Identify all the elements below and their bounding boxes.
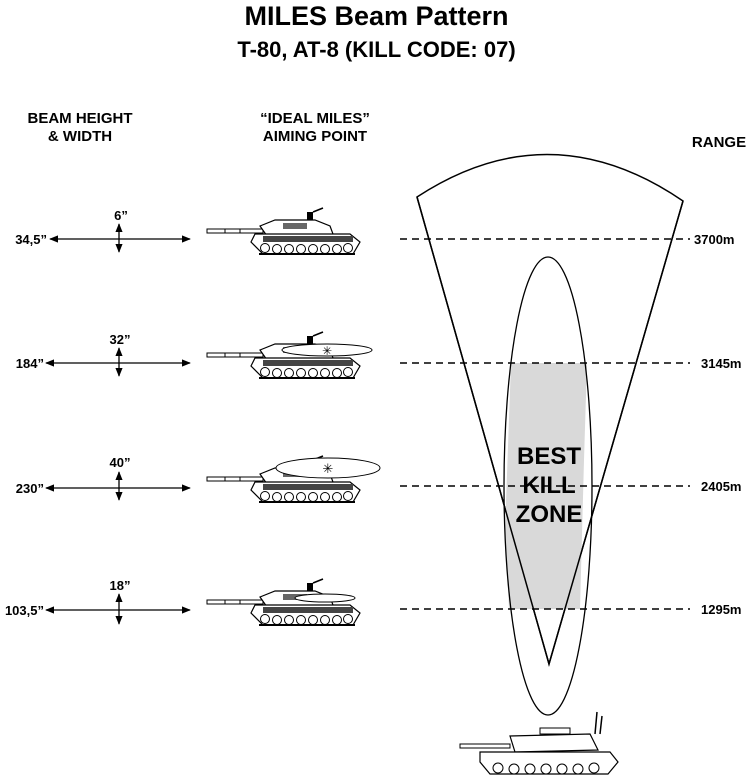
page-title: MILES Beam Pattern: [244, 1, 509, 31]
svg-text:✳: ✳: [323, 462, 334, 477]
range-header: RANGE: [691, 134, 747, 151]
target-tank-2: ✳: [206, 331, 373, 379]
shooter-tank: [459, 711, 619, 775]
target-tank-3: ✳: [206, 455, 381, 503]
height-label-2: 32”: [109, 332, 131, 347]
height-label-3: 40”: [109, 455, 131, 470]
beam-cone-edges: [416, 196, 684, 667]
kill-zone-label: BEST KILL ZONE: [499, 442, 599, 529]
svg-text:✳: ✳: [322, 344, 332, 358]
width-label-3: 230”: [15, 481, 44, 496]
page-subtitle: T-80, AT-8 (KILL CODE: 07): [237, 37, 516, 62]
beam-header-line1: BEAM HEIGHT: [27, 110, 133, 127]
width-label-1: 34,5”: [15, 232, 47, 247]
kill-zone-line3: ZONE: [515, 501, 583, 528]
width-label-4: 103,5”: [4, 603, 44, 618]
range-label-4: 1295m: [701, 602, 742, 617]
aim-header: “IDEAL MILES” AIMING POINT: [240, 110, 390, 146]
target-tank-1: [206, 207, 361, 255]
kill-zone-line2: KILL: [522, 472, 576, 499]
beam-header-line2: & WIDTH: [47, 128, 113, 145]
target-tank-4: [206, 578, 361, 626]
kill-zone-line1: BEST: [516, 443, 581, 470]
range-label-2: 3145m: [701, 356, 742, 371]
range-label-1: 3700m: [694, 232, 735, 247]
beam-header: BEAM HEIGHT & WIDTH: [20, 110, 140, 146]
height-label-1: 6”: [114, 208, 128, 223]
range-label-3: 2405m: [701, 479, 742, 494]
height-label-4: 18”: [109, 578, 131, 593]
aim-header-line1: “IDEAL MILES”: [260, 110, 370, 127]
range-lines: [400, 238, 690, 610]
aim-header-line2: AIMING POINT: [262, 128, 368, 145]
width-label-2: 184”: [15, 356, 44, 371]
